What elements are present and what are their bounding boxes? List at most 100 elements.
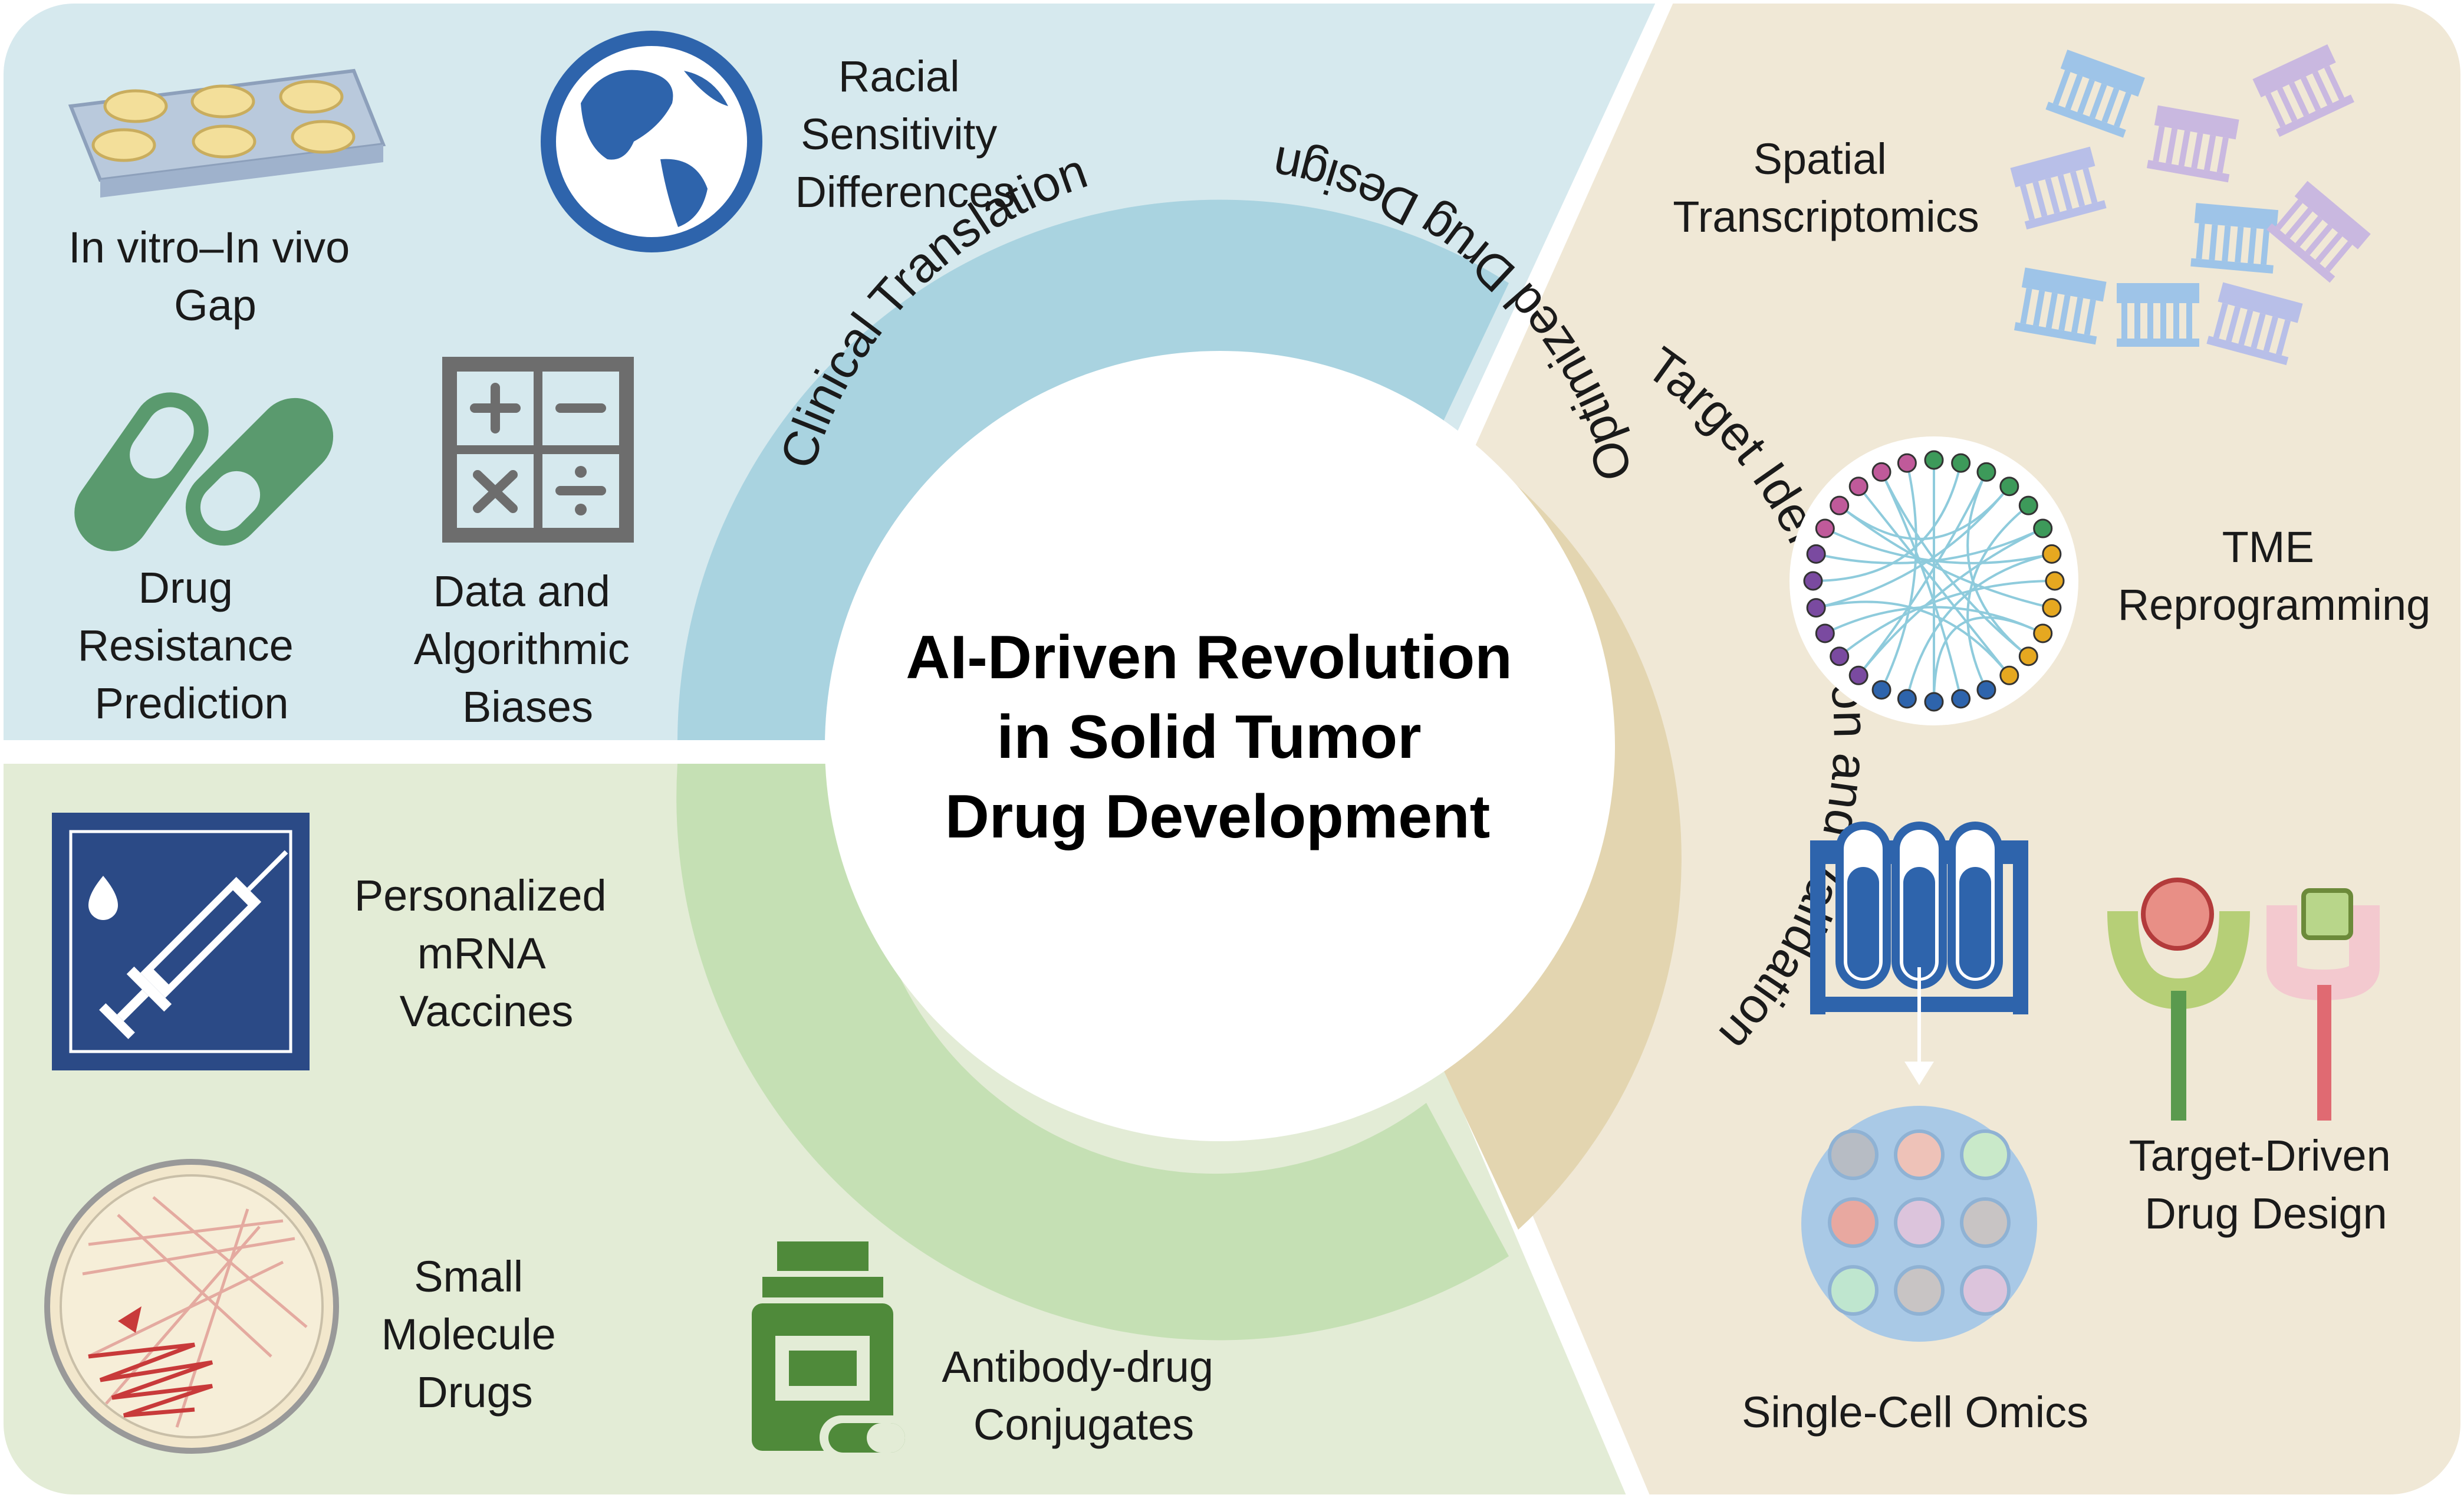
- receptor-ligand-icon: [2107, 878, 2380, 1121]
- network-node: [2033, 518, 2053, 538]
- chip-tooth: [2052, 70, 2071, 106]
- chip-tooth: [2265, 93, 2286, 128]
- network-node: [1976, 680, 1996, 700]
- center-title: AI-Driven Revolution in Solid Tumor Drug…: [906, 623, 1529, 851]
- chip-base: [2276, 94, 2354, 137]
- dish-well: [1960, 1197, 2011, 1248]
- network-node: [1924, 450, 1944, 470]
- spatial-chip: [2117, 283, 2199, 347]
- chip-tooth: [2114, 92, 2131, 128]
- network-node: [1815, 623, 1835, 643]
- chip-tooth: [2065, 74, 2083, 110]
- chip-tooth: [2222, 225, 2231, 262]
- center-circle: [825, 351, 1615, 1141]
- label-target-driven: Target-Driven Drug Design: [2129, 1131, 2403, 1238]
- chip-tooth: [2045, 178, 2060, 214]
- medicine-bottle-icon: [752, 1241, 914, 1460]
- network-link: [1933, 616, 2044, 702]
- spatial-chip: [2206, 282, 2303, 366]
- ring-segment-target: [1380, 422, 1682, 1230]
- chip-tooth: [2324, 65, 2345, 100]
- label-small-molecule: Small Molecule Drugs: [381, 1252, 568, 1417]
- network-link: [1812, 462, 1962, 582]
- chip-tooth: [2288, 81, 2310, 117]
- chip-tooth: [2070, 171, 2085, 207]
- chip-tooth: [2058, 294, 2071, 331]
- label-adc: Antibody-drug Conjugates: [942, 1342, 1225, 1449]
- capsule-icon: [74, 392, 334, 551]
- calculator-icon: [442, 357, 634, 543]
- dish-well: [1894, 1197, 1945, 1248]
- chip-tooth: [2160, 303, 2166, 339]
- network-link: [1857, 527, 2044, 676]
- network-link: [1966, 471, 2029, 658]
- network-node: [1830, 646, 1850, 666]
- center-title-line-2: in Solid Tumor: [996, 703, 1421, 771]
- network-link: [1880, 471, 1962, 699]
- chip-tooth: [2325, 241, 2353, 272]
- chip-tooth: [2147, 303, 2153, 339]
- chip-base: [2045, 101, 2126, 138]
- chip-tooth: [2089, 83, 2107, 119]
- circular-network-icon: [1789, 436, 2078, 725]
- dish-well: [1960, 1129, 2011, 1180]
- chip-tooth: [2275, 199, 2303, 231]
- network-link: [1838, 504, 2052, 609]
- spatial-chip: [2014, 267, 2107, 345]
- dish-well: [1960, 1265, 2011, 1316]
- label-racial-sensitivity: Racial Sensitivity Differences: [795, 52, 1015, 216]
- network-link: [1966, 504, 2029, 691]
- dish-well: [1828, 1197, 1879, 1248]
- chip-top: [2194, 203, 2279, 231]
- chip-base: [2117, 339, 2199, 347]
- chip-tooth: [2235, 226, 2244, 263]
- chip-tooth: [2209, 224, 2218, 261]
- chip-tooth: [2178, 130, 2190, 166]
- chip-tooth: [2019, 185, 2035, 221]
- label-mrna-vaccines: Personalized mRNA Vaccines: [354, 871, 619, 1036]
- network-node: [1999, 665, 2019, 685]
- chip-tooth: [2312, 71, 2333, 106]
- chip-top: [2060, 50, 2145, 97]
- network-node: [2018, 646, 2038, 666]
- network-node: [2042, 598, 2062, 618]
- network-node: [1897, 689, 1917, 709]
- chip-tooth: [2101, 87, 2120, 123]
- network-node: [2033, 623, 2053, 643]
- chip-tooth: [2277, 87, 2298, 122]
- chip-base: [2190, 258, 2274, 274]
- spatial-chip: [2146, 105, 2239, 183]
- chip-tooth: [2165, 128, 2178, 165]
- chip-tooth: [2083, 167, 2098, 204]
- network-node: [1951, 453, 1971, 473]
- network-node: [1848, 477, 1868, 497]
- spatial-chip: [2252, 44, 2354, 137]
- network-node: [1976, 462, 1996, 482]
- chip-tooth: [2134, 303, 2140, 339]
- petri-dish-icon: [44, 1159, 339, 1454]
- spatial-chip: [2045, 50, 2145, 138]
- chip-tooth: [2260, 229, 2270, 265]
- label-spatial-transcriptomics: Spatial Transcriptomics: [1673, 134, 1979, 241]
- chip-base: [2146, 160, 2230, 183]
- chip-top: [2294, 180, 2371, 249]
- network-node: [1830, 495, 1850, 515]
- network-link: [1815, 600, 2011, 676]
- network-link: [1857, 471, 1988, 676]
- chip-tooth: [2191, 132, 2203, 169]
- spatial-chip: [2190, 203, 2279, 274]
- network-node: [2045, 571, 2065, 591]
- network-node: [1871, 680, 1891, 700]
- chip-tooth: [2173, 303, 2179, 339]
- single-cell-dish-icon: [1801, 1106, 2037, 1342]
- chip-base: [2266, 223, 2335, 283]
- chip-tooth: [2213, 303, 2228, 339]
- chip-base: [2206, 336, 2289, 366]
- chip-tooth: [2077, 78, 2095, 114]
- test-tube-rack-icon: [1810, 822, 2028, 1085]
- label-data-bias: Data and Algorithmic Biases: [414, 567, 642, 731]
- chip-tooth: [2032, 290, 2045, 327]
- chip-top: [2154, 105, 2239, 140]
- chip-tooth: [2216, 137, 2229, 173]
